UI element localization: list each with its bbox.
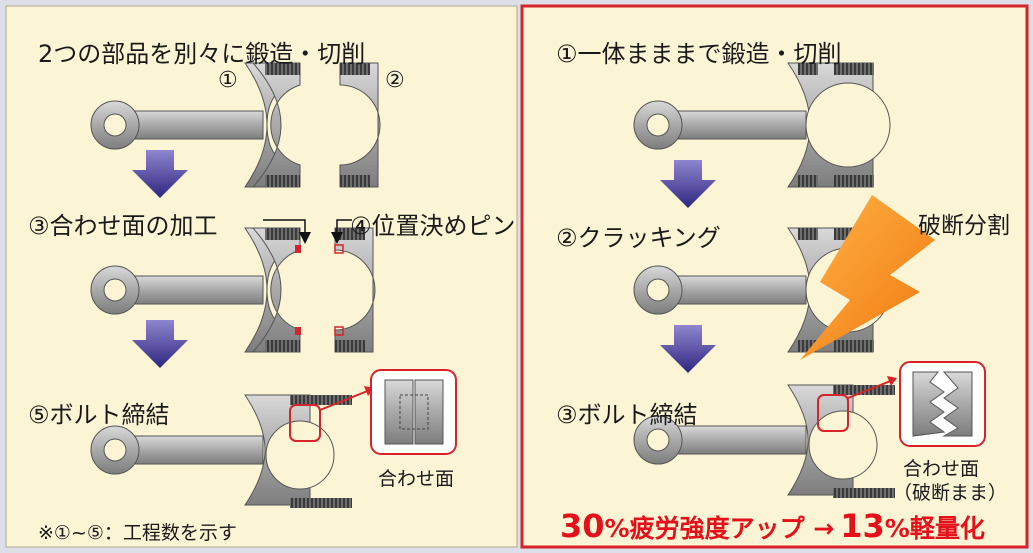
result-banner: 30%疲労強度アップ →13%軽量化 [560,507,985,545]
right-mating-mark [817,394,849,432]
left-cap-2 [334,227,376,353]
lightning-bolt [800,195,935,360]
result-fatigue-text: %疲労強度アップ → [604,514,835,543]
right-title: ①一体まままで鍛造・切削 [556,40,842,68]
result-weight-text: %軽量化 [884,514,985,543]
right-mating-label: 合わせ面 [903,458,980,480]
result-weight-number: 13 [840,507,885,545]
right-step3-label: ③ボルト締結 [556,401,698,429]
right-mating-note: （破断まま） [893,482,1008,504]
left-step4-label: ④位置決めピン [350,212,516,240]
part-2-label: ② [385,68,405,93]
left-step5-label: ⑤ボルト締結 [28,401,170,429]
result-fatigue-number: 30 [560,507,605,545]
left-rod-2 [90,227,301,353]
left-title: 2つの部品を別々に鍛造・切削 [38,40,366,68]
right-mating-inset [899,361,986,447]
left-mating-label: 合わせ面 [378,468,455,490]
left-mating-inset [370,369,457,455]
left-mating-mark [289,404,321,442]
part-1-label: ① [218,68,238,93]
right-step2-label: ②クラッキング [556,224,721,252]
left-footnote: ※①~⑤：工程数を示す [38,522,237,544]
fracture-label: 破断分割 [918,213,1010,239]
left-step3-label: ③合わせ面の加工 [28,212,218,240]
